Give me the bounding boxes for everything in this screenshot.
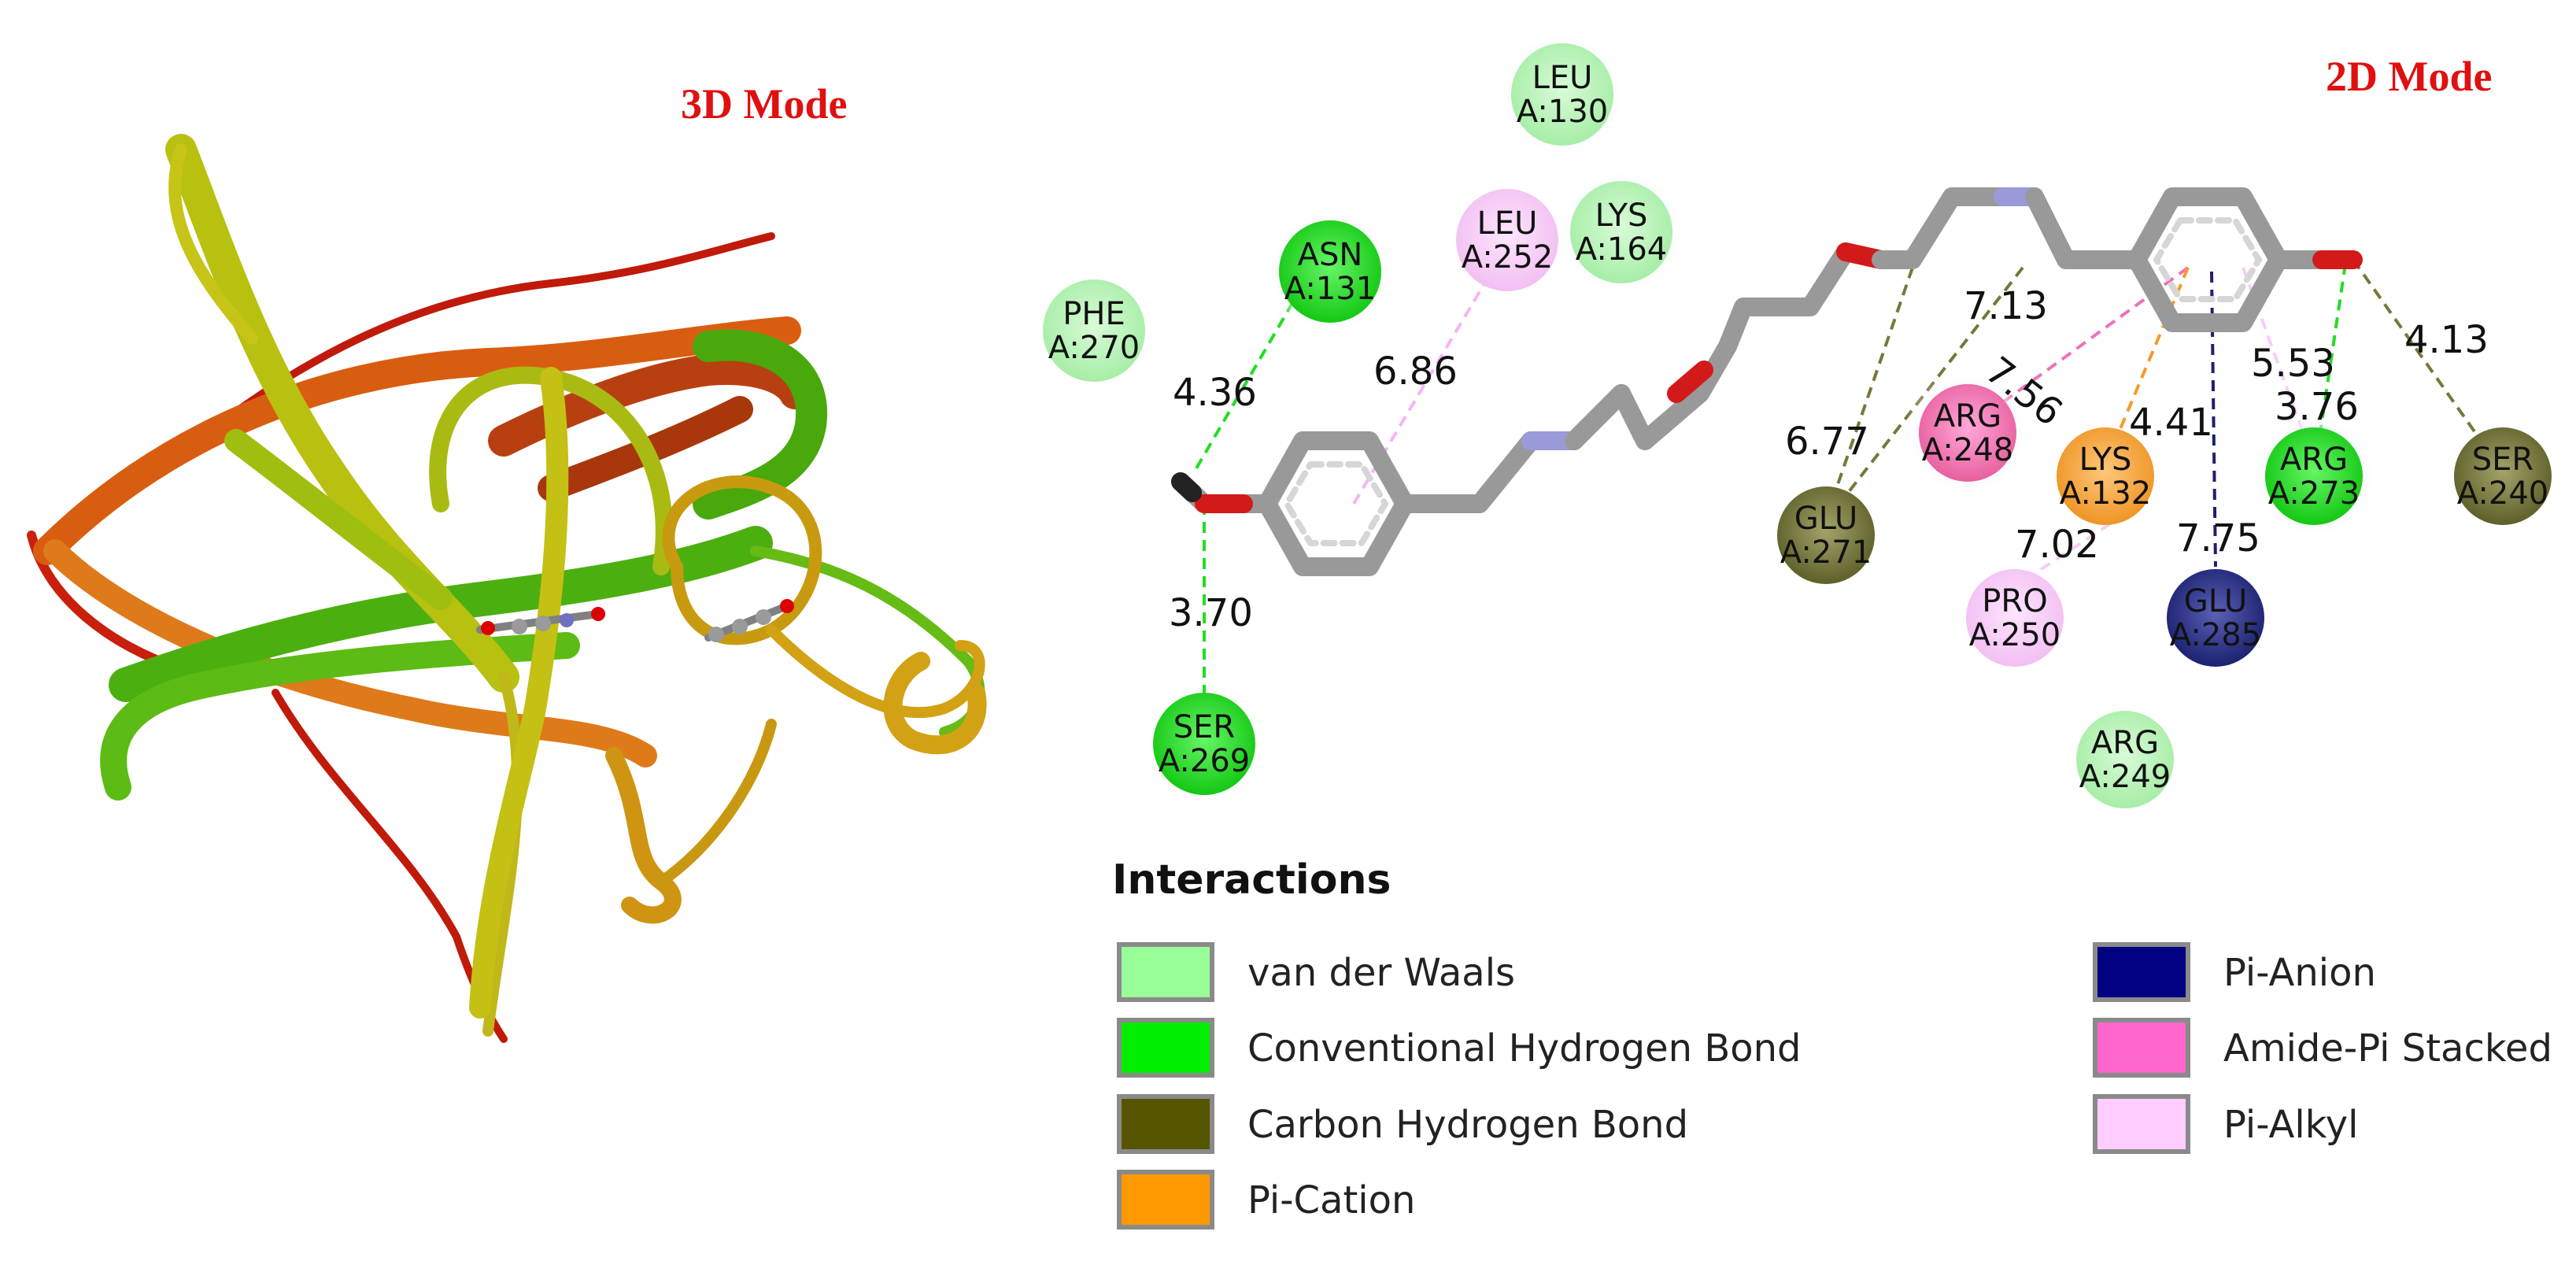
- residue-name: LEU: [1532, 60, 1593, 96]
- distance-label: 7.02: [2015, 523, 2099, 567]
- legend-item-hbond: Conventional Hydrogen Bond: [1117, 1018, 1802, 1078]
- distance-label: 3.70: [1169, 591, 1253, 635]
- legend-item-vdw: van der Waals: [1117, 942, 1515, 1002]
- residue-id: A:249: [2079, 759, 2171, 795]
- residue-asn-131: ASN A:131: [1267, 209, 1393, 335]
- residue-name: SER: [2472, 442, 2533, 478]
- residue-name: PHE: [1063, 296, 1125, 332]
- residue-name: LYS: [2079, 442, 2132, 478]
- residue-ser-269: SER A:269: [1153, 693, 1255, 795]
- distance-label: 6.86: [1373, 349, 1458, 394]
- distance-label: 5.53: [2251, 342, 2335, 386]
- residue-id: A:130: [1517, 94, 1608, 130]
- legend-title: Interactions: [1112, 856, 1391, 904]
- distance-label: 4.36: [1173, 371, 1257, 415]
- residue-layer: LEU A:130 ASN A:131 LEU A:252 LYS A:164 …: [1043, 31, 2552, 808]
- legend-label: Carbon Hydrogen Bond: [1247, 1103, 1688, 1147]
- residue-name: ARG: [2091, 725, 2159, 761]
- legend-label: Pi-Alkyl: [2223, 1103, 2359, 1147]
- legend-swatch: [2093, 942, 2190, 1002]
- legend: Interactions van der Waals Conventional …: [1112, 856, 2552, 1230]
- legend-swatch: [1117, 1170, 1214, 1230]
- residue-arg-248: ARG A:248: [1905, 370, 2031, 496]
- legend-swatch: [1117, 1094, 1214, 1154]
- residue-ser-240: SER A:240: [2454, 427, 2552, 525]
- protein-3d-ribbon: [27, 134, 987, 1043]
- residue-id: A:270: [1048, 330, 1140, 366]
- residue-name: PRO: [1982, 583, 2047, 619]
- ligand-3d: [476, 599, 794, 642]
- residue-name: GLU: [2184, 583, 2248, 619]
- residue-name: SER: [1173, 709, 1235, 745]
- residue-lys-132: LYS A:132: [2057, 427, 2154, 525]
- distance-label: 4.41: [2129, 401, 2213, 445]
- residue-id: A:269: [1159, 743, 1250, 779]
- legend-item-pianion: Pi-Anion: [2093, 942, 2376, 1002]
- residue-id: A:271: [1780, 534, 1872, 571]
- legend-item-amidepi: Amide-Pi Stacked: [2093, 1018, 2552, 1078]
- residue-glu-285: GLU A:285: [2167, 569, 2264, 667]
- residue-id: A:131: [1284, 271, 1376, 307]
- distance-label: 4.13: [2404, 318, 2489, 362]
- legend-label: Conventional Hydrogen Bond: [1247, 1026, 1802, 1071]
- residue-id: A:250: [1969, 617, 2060, 653]
- legend-swatch: [2093, 1018, 2190, 1078]
- residue-pro-250: PRO A:250: [1966, 569, 2064, 667]
- legend-swatch: [2093, 1094, 2190, 1154]
- legend-item-chbond: Carbon Hydrogen Bond: [1117, 1094, 1688, 1154]
- mode-2d-label: 2D Mode: [2326, 53, 2492, 100]
- legend-item-pication: Pi-Cation: [1117, 1170, 1415, 1230]
- ligand-2d: [1171, 187, 2363, 576]
- legend-item-pialkyl: Pi-Alkyl: [2093, 1094, 2359, 1154]
- mode-3d-label: 3D Mode: [681, 80, 847, 128]
- residue-id: A:252: [1462, 239, 1553, 275]
- residue-name: GLU: [1794, 501, 1858, 537]
- residue-leu-252: LEU A:252: [1456, 189, 1558, 291]
- residue-name: LYS: [1595, 198, 1648, 234]
- residue-arg-273: ARG A:273: [2251, 413, 2377, 539]
- residue-name: ARG: [1934, 398, 2001, 435]
- legend-label: Amide-Pi Stacked: [2223, 1026, 2552, 1071]
- residue-name: ASN: [1298, 237, 1363, 273]
- distance-label: 6.77: [1785, 420, 1869, 464]
- legend-swatch: [1117, 942, 1214, 1002]
- residue-id: A:273: [2268, 475, 2360, 512]
- residue-lys-164: LYS A:164: [1558, 169, 1684, 295]
- distance-label: 3.76: [2275, 385, 2359, 429]
- distance-label: 7.13: [1964, 284, 2048, 328]
- residue-arg-249: ARG A:249: [2076, 711, 2174, 808]
- distance-label: 7.75: [2176, 516, 2260, 560]
- legend-label: van der Waals: [1247, 951, 1515, 995]
- residue-name: LEU: [1477, 205, 1538, 242]
- legend-label: Pi-Anion: [2223, 951, 2376, 995]
- legend-swatch: [1117, 1018, 1214, 1078]
- residue-id: A:248: [1922, 432, 2013, 468]
- residue-id: A:164: [1576, 231, 1667, 268]
- residue-id: A:240: [2457, 475, 2548, 512]
- residue-leu-130: LEU A:130: [1499, 31, 1625, 157]
- residue-id: A:285: [2170, 617, 2261, 653]
- distance-labels: 4.36 6.86 3.70 7.13 7.56 6.77 4.41 5.53 …: [1169, 284, 2489, 635]
- residue-name: ARG: [2280, 442, 2348, 478]
- residue-glu-271: GLU A:271: [1777, 486, 1875, 584]
- legend-label: Pi-Cation: [1247, 1178, 1415, 1222]
- residue-id: A:132: [2060, 475, 2151, 512]
- residue-phe-270: PHE A:270: [1043, 279, 1145, 382]
